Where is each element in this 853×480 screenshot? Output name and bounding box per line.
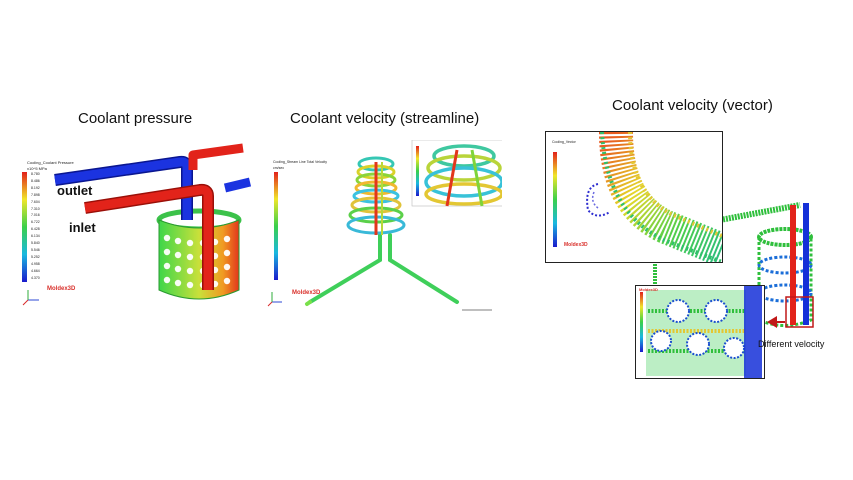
streamline-channel [305, 233, 459, 306]
pressure-cylinder [156, 208, 242, 300]
pressure-legend-title: Cooling_Coolant Pressure [27, 160, 74, 165]
vector-plate-svg [640, 286, 762, 378]
vector-model-svg [653, 202, 814, 328]
streamline-coil [346, 156, 406, 235]
pressure-panel: Cooling_Coolant Pressure x10^5 MPa 8.780… [15, 140, 255, 320]
vector-brand-logo-top: Moldex3D [564, 242, 588, 248]
vector-panel: Cooling_Vector Moldex3D Moldex3D [545, 125, 845, 385]
pressure-legend-tick: 5.840 [31, 241, 40, 246]
pressure-axis-triad [22, 290, 39, 306]
vector-background-model [653, 202, 813, 327]
streamline-legend-title: Cooling_Stream Line Total Velocity [273, 160, 328, 164]
pressure-legend-tick: 4.370 [31, 275, 40, 280]
vector-title: Coolant velocity (vector) [612, 97, 773, 114]
pressure-legend-tick: 7.016 [31, 213, 40, 218]
vector-plate-inset: Moldex3D [635, 285, 765, 379]
vector-bend-svg [553, 131, 729, 266]
pressure-legend-tick: 7.310 [31, 206, 40, 211]
pressure-legend-tick: 8.192 [31, 185, 40, 190]
different-velocity-box [785, 296, 814, 328]
streamline-brand-logo: Moldex3D [292, 290, 321, 296]
outlet-label: outlet [57, 183, 93, 198]
pressure-title: Coolant pressure [78, 110, 193, 127]
different-velocity-label: Different velocity [758, 339, 825, 349]
outlet-pipe [54, 155, 252, 220]
callout-arrow-head [767, 316, 777, 328]
pressure-legend-ticks: 8.780 8.486 8.192 7.898 7.604 7.310 7.016 6.722… [31, 171, 55, 282]
pressure-legend-tick: 4.958 [31, 261, 40, 266]
streamline-legend-bar [274, 172, 278, 280]
pressure-legend-tick: 7.604 [31, 199, 40, 204]
streamline-model-svg [267, 139, 505, 311]
pressure-legend-tick: 6.722 [31, 220, 40, 225]
pressure-legend-tick: 5.546 [31, 247, 40, 252]
inlet-pipe [84, 143, 244, 290]
streamline-axis-triad [267, 292, 282, 307]
inlet-label: inlet [69, 220, 96, 235]
pressure-legend-unit: x10^5 MPa [27, 166, 47, 171]
pressure-model-svg [22, 143, 252, 306]
streamline-legend-unit: cm/sec [273, 166, 285, 170]
pressure-legend-tick: 8.486 [31, 178, 40, 183]
vector-bend-inset: Cooling_Vector Moldex3D [545, 131, 729, 266]
pressure-legend-tick: 6.428 [31, 227, 40, 232]
pressure-legend-bar [22, 172, 27, 282]
pressure-legend-tick: 5.252 [31, 254, 40, 259]
pressure-legend-tick: 4.664 [31, 268, 40, 273]
vector-brand-logo-bottom: Moldex3D [639, 287, 658, 292]
pressure-legend-tick: 6.134 [31, 234, 40, 239]
streamline-panel: Cooling_Stream Line Total Velocity cm/se… [262, 139, 505, 320]
streamline-title: Coolant velocity (streamline) [290, 110, 480, 127]
pressure-legend-tick: 7.898 [31, 192, 40, 197]
vector-legend-title: Cooling_Vector [552, 140, 576, 144]
pressure-brand-logo: Moldex3D [47, 286, 76, 292]
pressure-legend-tick: 8.780 [31, 172, 40, 176]
streamline-inset [411, 139, 505, 207]
